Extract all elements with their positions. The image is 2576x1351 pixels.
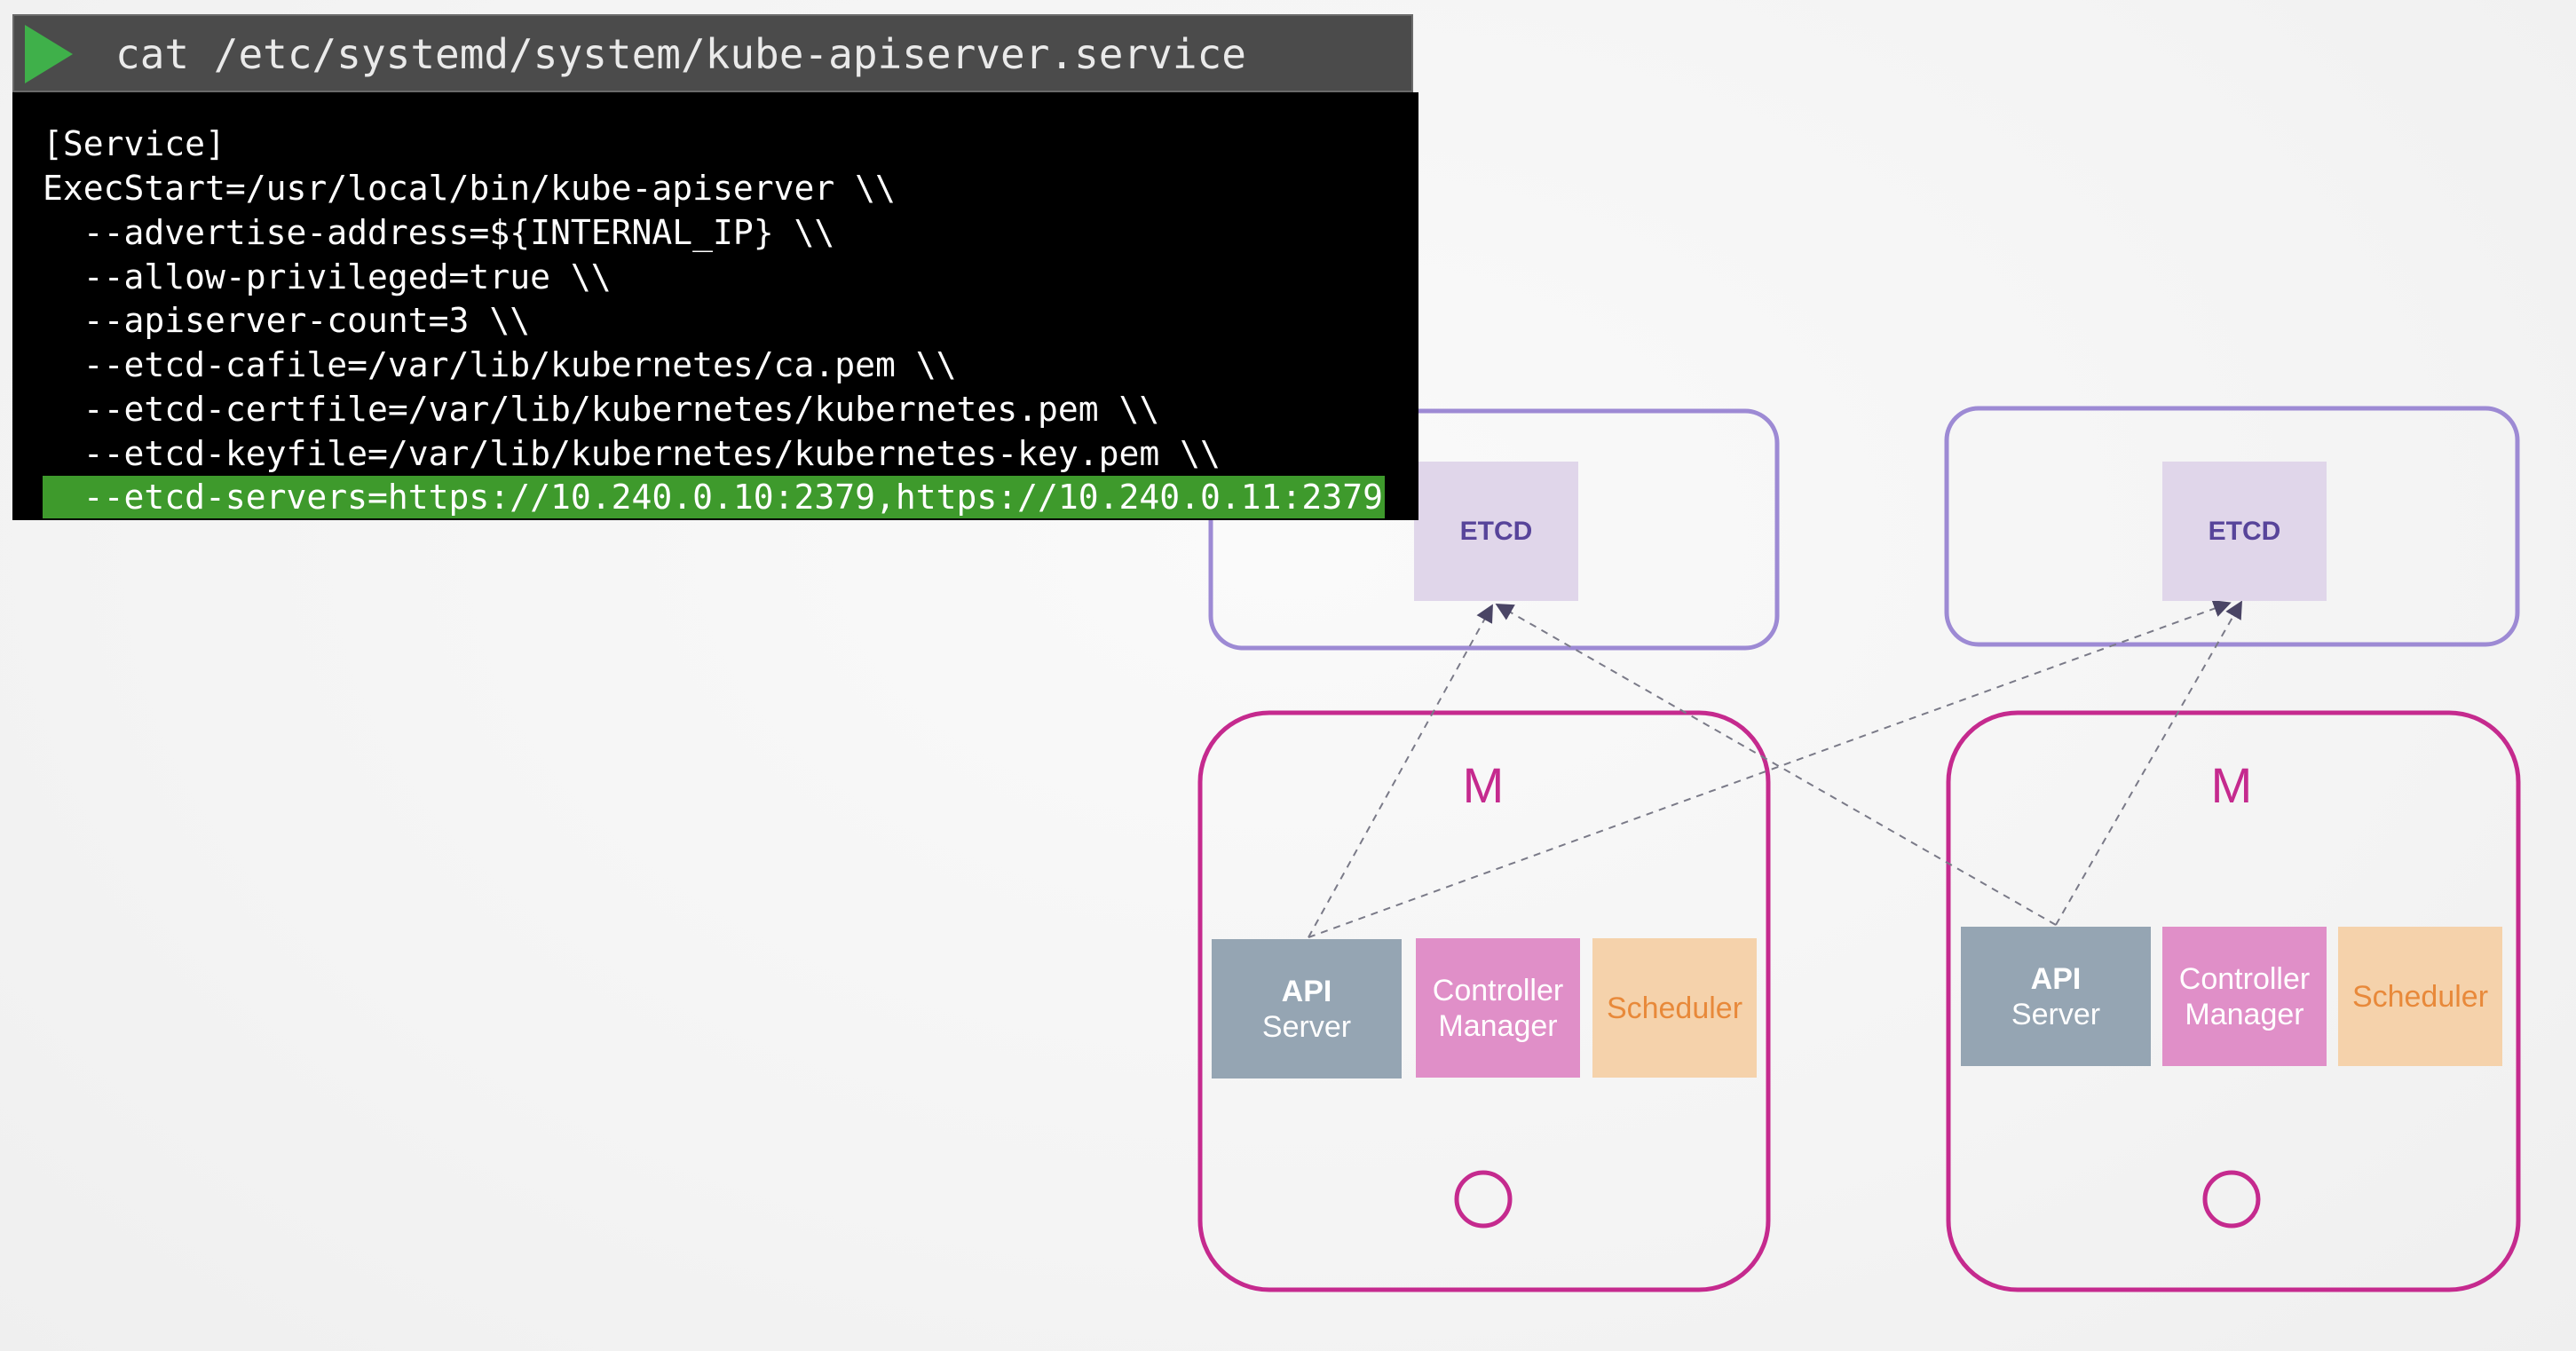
master-node-2-label: M — [2210, 757, 2253, 813]
controller-manager-line2: Manager — [1438, 1008, 1558, 1043]
terminal-window: cat /etc/systemd/system/kube-apiserver.s… — [12, 14, 1418, 520]
master-node-1-circle — [1454, 1170, 1513, 1229]
master-node-2-border — [1946, 710, 2521, 1292]
play-icon — [25, 25, 73, 83]
master-node-1-border — [1197, 710, 1771, 1292]
controller-manager-line1: Controller — [1432, 973, 1564, 1007]
api-server-title: API — [1281, 974, 1332, 1008]
etcd-node-1-border — [1208, 408, 1780, 651]
code-line-4: --apiserver-count=3 \\ — [43, 301, 531, 340]
arrow-api2-etcd2 — [2055, 600, 2242, 926]
master-node-2-circle — [2202, 1170, 2261, 1229]
code-line-2: --advertise-address=${INTERNAL_IP} \\ — [43, 213, 835, 252]
code-line-1: ExecStart=/usr/local/bin/kube-apiserver … — [43, 169, 896, 208]
master-node-1-scheduler: Scheduler — [1592, 938, 1757, 1078]
etcd-node-1-label: ETCD — [1459, 516, 1533, 546]
arrow-api1-etcd1 — [1308, 604, 1493, 938]
code-line-6: --etcd-certfile=/var/lib/kubernetes/kube… — [43, 390, 1160, 429]
code-line-5: --etcd-cafile=/var/lib/kubernetes/ca.pem… — [43, 345, 957, 384]
etcd-node-2-label: ETCD — [2208, 516, 2281, 546]
code-line-0: [Service] — [43, 124, 225, 163]
controller-manager-line2: Manager — [2185, 997, 2304, 1031]
master-node-1-api-server: API Server — [1212, 939, 1402, 1078]
etcd-node-1: ETCD — [1414, 462, 1578, 601]
api-server-title: API — [2030, 961, 2082, 996]
arrow-api1-etcd2 — [1308, 600, 2232, 938]
master-node-2-api-server: API Server — [1961, 927, 2151, 1066]
master-node-1-controller-manager: Controller Manager — [1416, 938, 1580, 1078]
api-server-subtitle: Server — [2011, 997, 2101, 1031]
master-node-2-controller-manager: Controller Manager — [2162, 927, 2327, 1066]
code-line-7: --etcd-keyfile=/var/lib/kubernetes/kuber… — [43, 434, 1221, 473]
etcd-node-2: ETCD — [2162, 462, 2327, 601]
terminal-header: cat /etc/systemd/system/kube-apiserver.s… — [12, 14, 1413, 92]
arrow-api2-etcd1 — [1495, 604, 2057, 926]
code-line-3: --allow-privileged=true \\ — [43, 257, 612, 296]
api-server-subtitle: Server — [1261, 1009, 1352, 1044]
master-node-2-scheduler: Scheduler — [2338, 927, 2502, 1066]
scheduler-label: Scheduler — [1606, 991, 1743, 1025]
code-line-highlighted: --etcd-servers=https://10.240.0.10:2379,… — [43, 476, 1385, 518]
scheduler-label: Scheduler — [2351, 979, 2489, 1014]
master-node-1-label: M — [1462, 757, 1505, 813]
controller-manager-line1: Controller — [2178, 961, 2311, 996]
terminal-command: cat /etc/systemd/system/kube-apiserver.s… — [115, 30, 1246, 78]
terminal-output: [Service] ExecStart=/usr/local/bin/kube-… — [12, 92, 1418, 520]
etcd-node-2-border — [1944, 406, 2520, 647]
